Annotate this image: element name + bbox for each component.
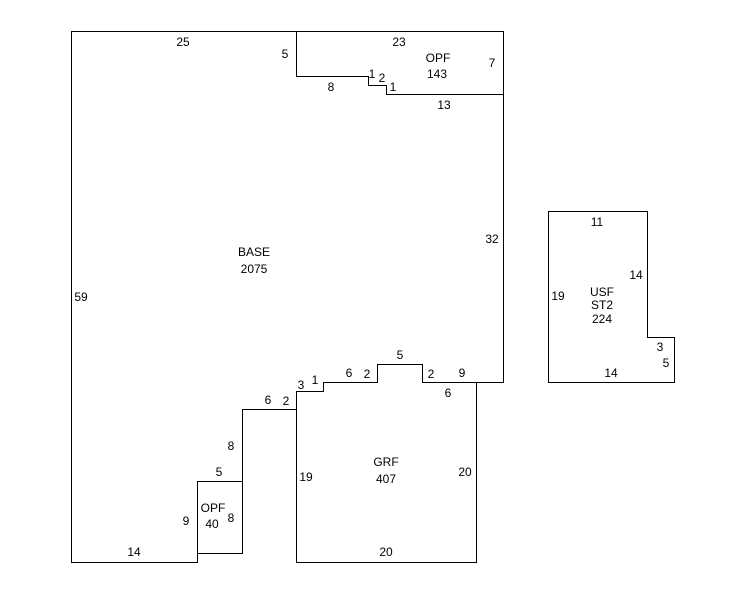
base-dim-notch-d: 6 xyxy=(265,393,272,407)
base-dim-step-a: 1 xyxy=(369,67,376,81)
opf-top-dim-bottom: 13 xyxy=(437,98,451,112)
base-dim-right: 32 xyxy=(485,232,499,246)
grf-dim-left: 19 xyxy=(299,470,313,484)
usf-dim-right: 14 xyxy=(629,268,643,282)
base-dim-notch-c: 8 xyxy=(228,439,235,453)
opf-small-name: OPF xyxy=(201,501,226,515)
base-dim-top: 25 xyxy=(176,35,190,49)
usf-dim-notch-v: 3 xyxy=(657,340,664,354)
usf-dim-notch-h: 5 xyxy=(663,356,670,370)
grf-dim-top-right: 6 xyxy=(445,386,452,400)
grf-area: 407 xyxy=(376,472,396,486)
opf-top-outline xyxy=(296,31,504,95)
base-dim-notch-i: 2 xyxy=(364,367,371,381)
grf-dim-bottom: 20 xyxy=(379,545,393,559)
base-dim-notch-h: 6 xyxy=(346,366,353,380)
base-dim-notch-b: 5 xyxy=(216,465,223,479)
base-dim-notch-j: 5 xyxy=(397,348,404,362)
base-dim-top-step: 5 xyxy=(282,47,289,61)
usf-dim-left: 19 xyxy=(551,289,565,303)
usf-name: USF xyxy=(590,285,614,299)
base-dim-step-b: 2 xyxy=(379,71,386,85)
usf-area: 224 xyxy=(592,312,612,326)
base-dim-left: 59 xyxy=(74,290,88,304)
base-dim-notch-a: 9 xyxy=(183,514,190,528)
base-dim-step-run: 8 xyxy=(328,80,335,94)
usf-sub: ST2 xyxy=(591,298,613,312)
base-dim-notch-l: 9 xyxy=(459,366,466,380)
base-dim-notch-g: 1 xyxy=(312,373,319,387)
usf-outline xyxy=(548,211,675,383)
base-dim-step-c: 1 xyxy=(390,80,397,94)
opf-top-area: 143 xyxy=(427,67,447,81)
opf-small-area: 40 xyxy=(205,517,219,531)
base-dim-bottom: 14 xyxy=(127,545,141,559)
opf-top-dim-top: 23 xyxy=(392,35,406,49)
opf-top-dim-right: 7 xyxy=(489,56,496,70)
base-dim-notch-e: 2 xyxy=(283,394,290,408)
grf-name: GRF xyxy=(373,455,398,469)
grf-outline xyxy=(296,364,477,563)
usf-dim-top: 11 xyxy=(591,215,604,229)
opf-small-outline xyxy=(197,481,243,554)
base-dim-notch-f: 3 xyxy=(298,378,305,392)
base-area: 2075 xyxy=(241,262,268,276)
usf-dim-bottom: 14 xyxy=(604,366,618,380)
opf-top-name: OPF xyxy=(426,51,451,65)
base-name: BASE xyxy=(238,245,270,259)
opf-small-dim-right: 8 xyxy=(228,511,235,525)
grf-dim-right: 20 xyxy=(458,465,472,479)
base-dim-notch-k: 2 xyxy=(428,367,435,381)
